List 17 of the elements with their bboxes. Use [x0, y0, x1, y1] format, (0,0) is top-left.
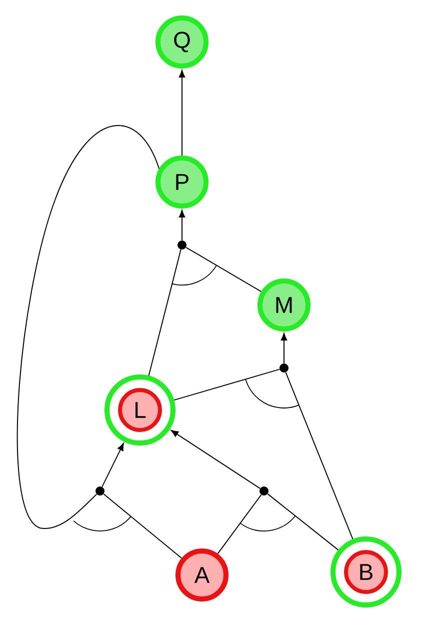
connector [217, 494, 262, 554]
connector [174, 368, 280, 401]
connector [178, 70, 186, 156]
junction-dot [96, 486, 104, 496]
connector [16, 125, 160, 529]
junction-dot [260, 486, 268, 496]
connector [280, 333, 288, 364]
connector [170, 430, 261, 489]
connector [267, 493, 339, 550]
connector [178, 210, 186, 241]
connector [186, 246, 262, 292]
connector [148, 249, 182, 376]
junction-dot [178, 240, 186, 250]
junction-dot [280, 364, 288, 372]
connector [103, 494, 182, 559]
connector [102, 443, 124, 488]
connector [285, 372, 354, 540]
